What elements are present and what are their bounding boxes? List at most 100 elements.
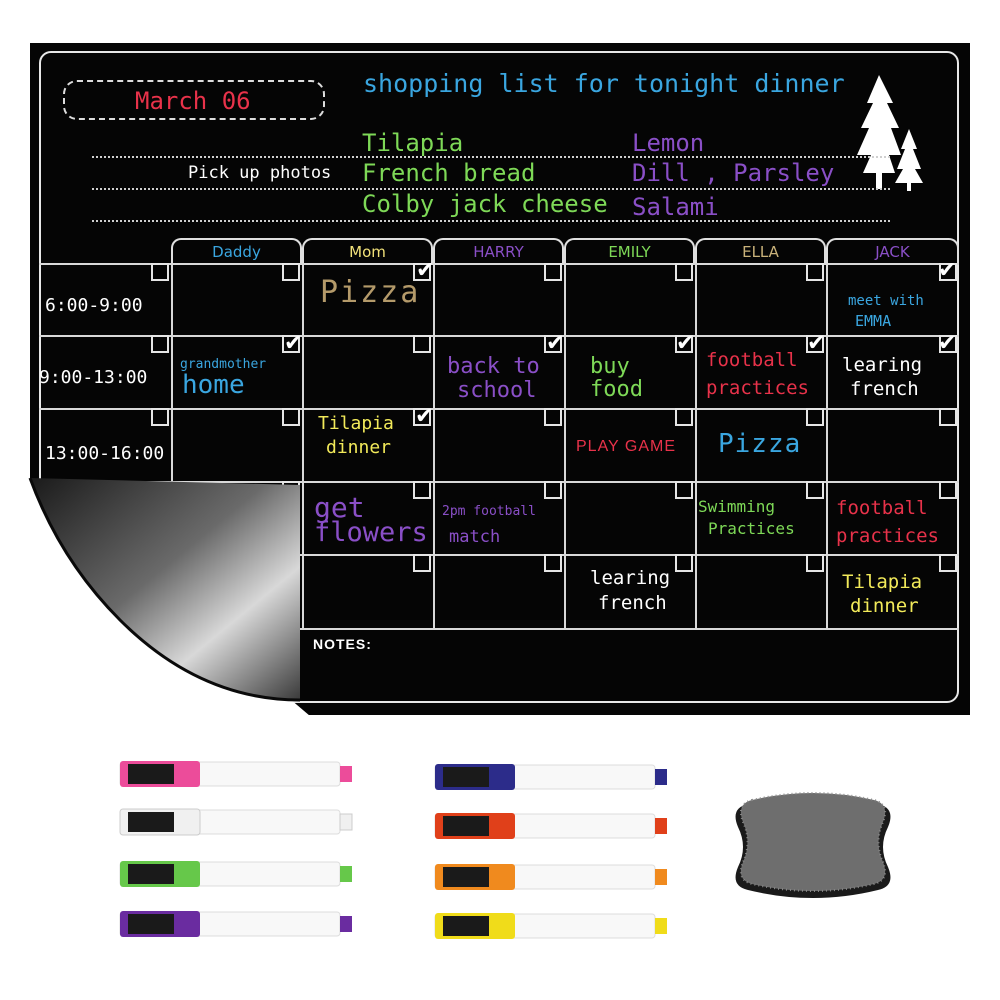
cell-corner-box	[413, 263, 431, 281]
marker-icon	[434, 864, 667, 890]
shopping-item-6: Salami	[632, 193, 719, 221]
cell-corner-box	[544, 335, 562, 353]
marker-icon	[119, 761, 352, 787]
entry-emily-learing: learing	[590, 567, 671, 589]
shopping-item-1: Tilapia	[362, 129, 464, 157]
date-text: March 06	[135, 87, 251, 115]
grid-line	[826, 263, 828, 628]
cell-corner-box	[806, 408, 824, 426]
time-label-1: 6:00-9:00	[45, 295, 143, 316]
check-icon: ✔	[546, 331, 565, 356]
check-icon: ✔	[415, 404, 434, 429]
shopping-title: shopping list for tonight dinner	[363, 69, 845, 98]
cell-corner-box	[151, 481, 169, 499]
cell-corner-box	[544, 263, 562, 281]
column-header-mom: Mom	[302, 238, 433, 264]
cell-corner-box	[151, 335, 169, 353]
time-label-3: 13:00-16:00	[45, 443, 165, 464]
time-label-2: 9:00-13:00	[39, 367, 148, 388]
grid-line	[695, 263, 697, 628]
entry-mom-flowers: flowers	[314, 517, 428, 548]
entry-jack-practices: practices	[836, 525, 939, 547]
check-icon: ✔	[284, 331, 303, 356]
cell-corner-box	[675, 554, 693, 572]
column-header-daddy: Daddy	[171, 238, 302, 264]
entry-jack-meet-2: EMMA	[855, 312, 892, 330]
cell-corner-box	[675, 335, 693, 353]
entry-jack-french: french	[850, 378, 919, 400]
entry-jack-tilapia: Tilapia	[842, 571, 923, 593]
notes-label: NOTES:	[313, 636, 372, 652]
cell-corner-box	[151, 554, 169, 572]
magnetic-whiteboard: March 06 shopping list for tonight dinne…	[30, 43, 970, 715]
entry-jack-dinner: dinner	[850, 595, 919, 617]
dashed-line-2	[92, 188, 890, 190]
check-icon: ✔	[938, 258, 957, 283]
marker-icon	[119, 808, 353, 836]
column-label: ELLA	[742, 243, 779, 261]
entry-harry-school: school	[457, 378, 537, 403]
board-frame	[39, 51, 959, 703]
entry-emily-buy: buy	[590, 354, 630, 379]
cell-corner-box	[413, 481, 431, 499]
entry-emily-food: food	[590, 377, 643, 402]
column-label: EMILY	[608, 243, 651, 261]
eraser-icon	[735, 792, 891, 898]
cell-corner-box	[413, 554, 431, 572]
pickup-note: Pick up photos	[188, 163, 332, 183]
entry-harry-match: match	[449, 527, 501, 547]
column-header-jack: JACK	[826, 238, 959, 264]
date-box	[63, 80, 325, 120]
cell-corner-box	[939, 481, 957, 499]
marker-icon	[434, 764, 667, 790]
entry-jack-learing: learing	[842, 354, 923, 376]
grid-line	[39, 628, 959, 630]
check-icon: ✔	[938, 331, 957, 356]
grid-line	[39, 408, 959, 410]
cell-corner-box	[806, 263, 824, 281]
entry-harry-back-to: back to	[447, 354, 540, 379]
marker-icon	[119, 861, 352, 887]
grid-line	[433, 263, 435, 628]
cell-corner-box	[413, 408, 431, 426]
entry-ella-pizza: Pizza	[718, 429, 802, 459]
cell-corner-box	[544, 481, 562, 499]
cell-corner-box	[939, 554, 957, 572]
entry-emily-french: french	[598, 592, 667, 614]
marker-icon	[434, 913, 667, 939]
entry-emily-play-game: PLAY GAME	[576, 438, 676, 455]
grid-line	[39, 335, 959, 337]
shopping-item-2: French bread	[362, 159, 536, 187]
column-header-harry: HARRY	[433, 238, 564, 264]
grid-line	[171, 263, 173, 628]
column-header-emily: EMILY	[564, 238, 695, 264]
cell-corner-box	[282, 408, 300, 426]
check-icon: ✔	[416, 258, 435, 283]
entry-mom-get: get	[314, 491, 365, 524]
entry-ella-practices-swim: Practices	[708, 519, 795, 538]
check-icon: ✔	[676, 331, 695, 356]
dashed-line-3	[92, 220, 890, 222]
cell-corner-box	[282, 481, 300, 499]
marker-icon	[119, 911, 352, 937]
cell-corner-box	[151, 408, 169, 426]
cell-corner-box	[806, 554, 824, 572]
entry-jack-meet-1: meet with	[848, 293, 924, 309]
entry-ella-practices: practices	[706, 377, 809, 399]
cell-corner-box	[282, 263, 300, 281]
shopping-item-3: Colby jack cheese	[362, 190, 608, 218]
cell-corner-box	[806, 335, 824, 353]
column-header-ella: ELLA	[695, 238, 826, 264]
entry-daddy-home: home	[182, 370, 245, 400]
pine-tree-icon	[857, 75, 923, 191]
cell-corner-box	[544, 408, 562, 426]
column-label: JACK	[875, 243, 910, 261]
dashed-line-1	[92, 156, 890, 158]
shopping-item-4: Lemon	[632, 129, 705, 157]
column-label: Daddy	[212, 243, 261, 261]
marker-icon	[434, 813, 667, 839]
grid-line	[39, 481, 959, 483]
grid-line	[302, 263, 304, 628]
cell-corner-box	[939, 263, 957, 281]
entry-mom-pizza: Pizza	[320, 275, 421, 310]
